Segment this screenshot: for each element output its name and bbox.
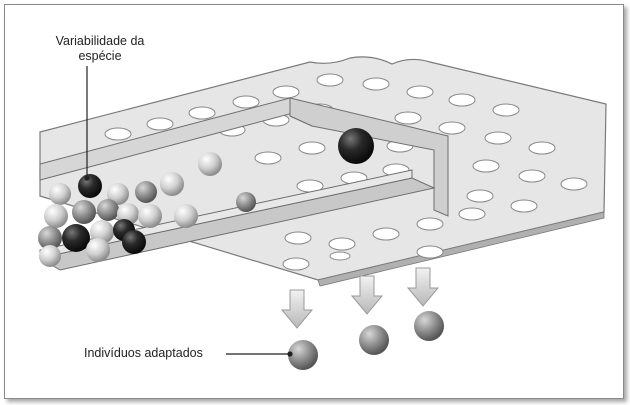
ball bbox=[39, 245, 61, 267]
ball bbox=[49, 183, 71, 205]
ball bbox=[174, 204, 198, 228]
ball bbox=[288, 340, 318, 370]
arrow-icon bbox=[352, 276, 382, 314]
ball bbox=[122, 230, 146, 254]
ball bbox=[160, 172, 184, 196]
ball bbox=[236, 192, 256, 212]
ball bbox=[338, 128, 374, 164]
ball bbox=[138, 204, 162, 228]
arrow-icon bbox=[282, 290, 312, 328]
variability-label-line1: Variabilidade da bbox=[30, 34, 170, 49]
ball bbox=[359, 325, 389, 355]
variability-label: Variabilidade da espécie bbox=[30, 34, 170, 64]
ball bbox=[198, 152, 222, 176]
variability-label-line2: espécie bbox=[30, 49, 170, 64]
adapted-individuals bbox=[288, 311, 444, 370]
ball bbox=[135, 181, 157, 203]
falling-arrows bbox=[282, 268, 438, 328]
ball bbox=[44, 204, 68, 228]
ball bbox=[86, 238, 110, 262]
ball bbox=[414, 311, 444, 341]
arrow-icon bbox=[408, 268, 438, 306]
ball bbox=[72, 200, 96, 224]
ball bbox=[62, 224, 90, 252]
ball bbox=[97, 199, 119, 221]
adapted-individuals-label: Indivíduos adaptados bbox=[84, 346, 234, 361]
ball bbox=[78, 174, 102, 198]
